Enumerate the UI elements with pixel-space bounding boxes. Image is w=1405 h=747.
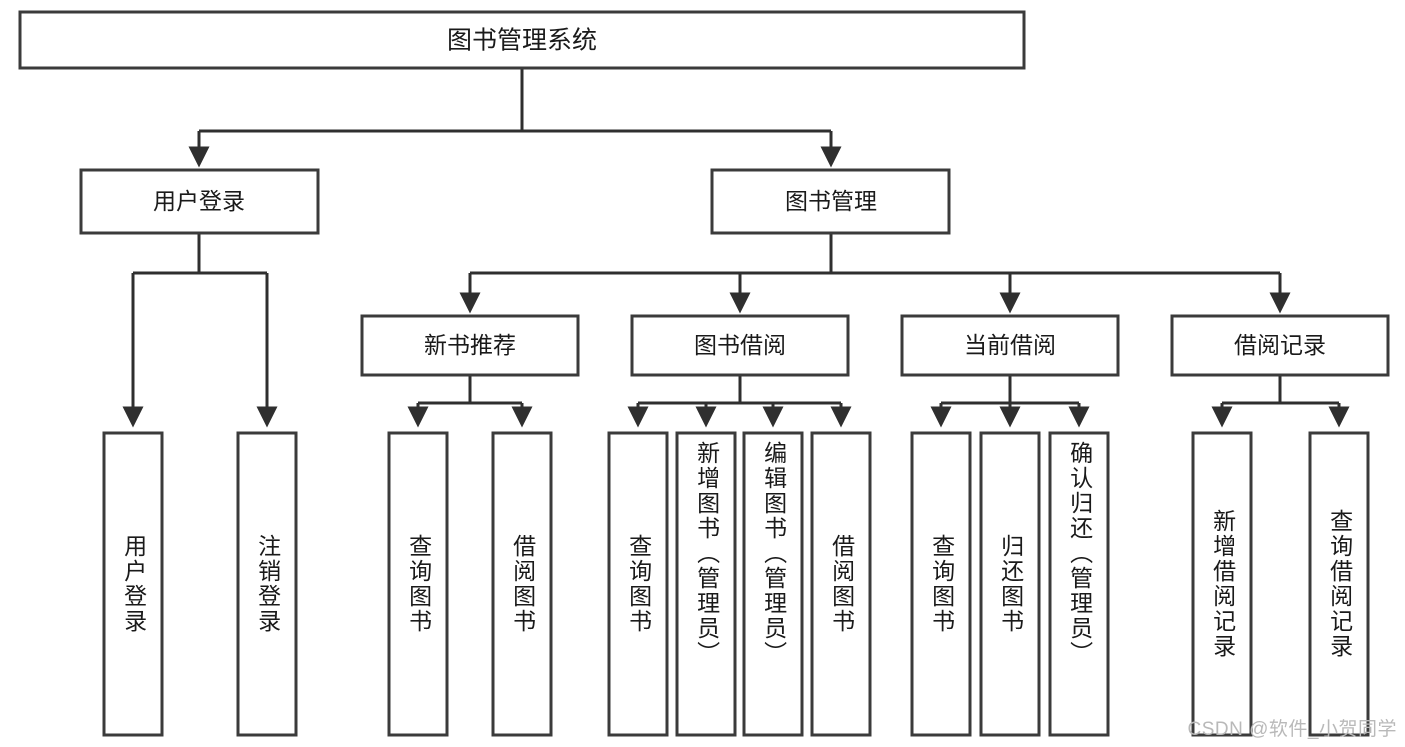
leaf-box-edit-book[interactable]	[742, 431, 804, 737]
node-borrow-record[interactable]: 借阅记录	[1170, 314, 1390, 377]
node-root-label: 图书管理系统	[447, 27, 597, 55]
node-book-borrow-label: 图书借阅	[694, 332, 786, 358]
node-borrow-record-label: 借阅记录	[1234, 332, 1326, 358]
node-borrow-record-box[interactable]	[1170, 314, 1390, 377]
node-current-borrow-box[interactable]	[900, 314, 1120, 377]
node-book-manage[interactable]: 图书管理	[710, 168, 951, 235]
leaf-box-add-book[interactable]	[675, 431, 737, 737]
node-user-login-label: 用户登录	[153, 188, 245, 214]
leaf-box-logout-login[interactable]	[236, 431, 298, 737]
leaf-box-return-book[interactable]	[979, 431, 1041, 737]
leaf-box-query-book-1[interactable]	[387, 431, 449, 737]
leaf-box-add-record[interactable]	[1191, 431, 1253, 737]
node-new-book-recommend-label: 新书推荐	[424, 332, 516, 358]
leaf-box-query-record[interactable]	[1308, 431, 1370, 737]
node-root-box[interactable]	[18, 10, 1026, 70]
connectors-layer	[122, 68, 1350, 428]
watermark-text: CSDN @软件_小贺同学	[1187, 719, 1397, 740]
node-user-login-box[interactable]	[79, 168, 320, 235]
leaf-box-borrow-book-1[interactable]	[491, 431, 553, 737]
leaf-box-user-login[interactable]	[102, 431, 164, 737]
node-current-borrow-label: 当前借阅	[964, 332, 1056, 358]
node-new-book-recommend-box[interactable]	[360, 314, 580, 377]
leaf-box-query-book-3[interactable]	[910, 431, 972, 737]
node-book-manage-label: 图书管理	[785, 188, 877, 214]
node-book-manage-box[interactable]	[710, 168, 951, 235]
leaf-box-borrow-book-2[interactable]	[810, 431, 872, 737]
node-user-login[interactable]: 用户登录	[79, 168, 320, 235]
node-new-book-recommend[interactable]: 新书推荐	[360, 314, 580, 377]
leaf-boxes-layer	[102, 431, 1370, 737]
node-current-borrow[interactable]: 当前借阅	[900, 314, 1120, 377]
node-root[interactable]: 图书管理系统	[18, 10, 1026, 70]
node-book-borrow-box[interactable]	[630, 314, 850, 377]
node-book-borrow[interactable]: 图书借阅	[630, 314, 850, 377]
leaf-box-query-book-2[interactable]	[607, 431, 669, 737]
leaf-box-confirm-return[interactable]	[1048, 431, 1110, 737]
